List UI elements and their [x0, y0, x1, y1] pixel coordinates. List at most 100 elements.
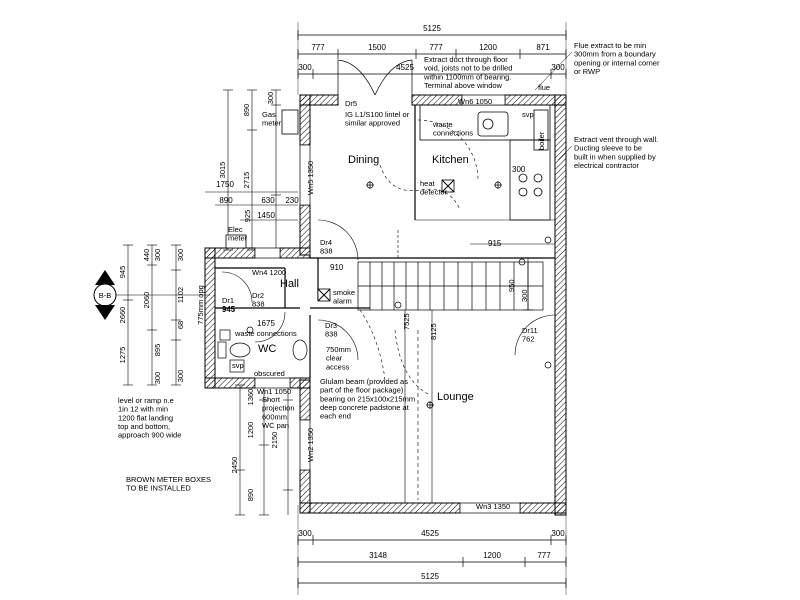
windows — [254, 94, 521, 514]
dim-left-895: 895 — [153, 344, 162, 357]
dim-bottom-row2-1: 3148 — [369, 551, 387, 560]
dim-left-230: 230 — [285, 196, 299, 205]
dim-left-300b: 300 — [153, 372, 162, 385]
dim-left-890c: 890 — [246, 489, 255, 502]
dim-top-row2-1: 300 — [298, 63, 312, 72]
meter-boxes — [225, 109, 299, 249]
smoke-alarm-icon — [317, 288, 331, 302]
dim-top-seg-3: 777 — [429, 43, 443, 52]
dim-300-stair: 300 — [520, 289, 529, 302]
dim-left-3015: 3015 — [218, 162, 227, 179]
svp-wc-label: svp — [232, 361, 244, 370]
dim-left-890: 890 — [242, 104, 251, 117]
dim-left-1450: 1450 — [257, 211, 275, 220]
dim-945-dr1: 945 — [222, 305, 236, 314]
dim-950: 950 — [507, 279, 516, 292]
front-door-double — [337, 59, 413, 96]
bottom-dimensions — [297, 505, 567, 595]
note-leaders — [534, 51, 573, 161]
wn4-label: Wn4 1200 — [252, 268, 286, 277]
dim-kitchen-300: 300 — [512, 165, 526, 174]
dim-left-2150: 2150 — [270, 432, 279, 449]
room-kitchen: Kitchen — [432, 154, 469, 166]
section-label: B-B — [99, 291, 112, 300]
dim-left-68: 68 — [176, 321, 185, 329]
dim-top-total: 5125 — [423, 24, 441, 33]
wn5-label: Wn5 1350 — [306, 161, 315, 195]
dim-left-2060: 2060 — [142, 292, 151, 309]
dim-top-seg-1: 777 — [311, 43, 325, 52]
dim-bottom-total: 5125 — [421, 572, 439, 581]
dim-left-2660: 2660 — [118, 307, 127, 324]
dim-left-2450: 2450 — [230, 457, 239, 474]
dr5-label: Dr5 — [345, 99, 357, 108]
room-lounge: Lounge — [437, 391, 474, 403]
dim-bottom-row1-1: 300 — [298, 529, 312, 538]
dim-left-1200: 1200 — [246, 422, 255, 439]
dim-left-300c: 300 — [176, 249, 185, 262]
dim-left-300a: 300 — [153, 249, 162, 262]
dim-top-seg-4: 1200 — [479, 43, 497, 52]
wn1-label: Wn1 1050 — [257, 387, 291, 396]
section-marker — [93, 270, 210, 320]
dim-left-300d: 300 — [176, 370, 185, 383]
dim-915: 915 — [488, 239, 502, 248]
obscured-label: obscured — [254, 369, 285, 378]
light-points — [246, 181, 552, 409]
dim-left-630: 630 — [261, 196, 275, 205]
dim-top-row2-3: 300 — [551, 63, 565, 72]
dim-left-890b: 890 — [219, 196, 233, 205]
room-dining: Dining — [348, 154, 379, 166]
flue-label: flue — [538, 83, 550, 92]
dim-left-925: 925 — [243, 210, 252, 223]
dim-8125: 8125 — [429, 323, 438, 340]
dim-top-seg-5: 871 — [536, 43, 550, 52]
dim-left-440: 440 — [142, 249, 151, 262]
dim-left-1750: 1750 — [216, 180, 234, 189]
note-extract-vent: Extract vent through wall.Ducting sleeve… — [574, 135, 658, 170]
dim-top-seg-2: 1500 — [368, 43, 386, 52]
wc-fittings — [217, 329, 308, 373]
dim-left-2715: 2715 — [242, 172, 251, 189]
dim-bottom-row2-2: 1200 — [483, 551, 501, 560]
right-dimensions — [404, 243, 555, 503]
room-wc: WC — [258, 343, 276, 355]
svp-kitchen-label: svp — [522, 110, 534, 119]
wn6-label: Wn6 1050 — [458, 97, 492, 106]
dim-left-1675: 1675 — [257, 319, 275, 328]
dim-left-300-top: 300 — [266, 92, 275, 105]
dim-left-775-opg: 775mm opg — [196, 285, 205, 325]
dim-top-row2-2: 4525 — [396, 63, 414, 72]
heat-detector-icon — [441, 179, 455, 193]
room-hall: Hall — [280, 278, 299, 290]
dim-7525: 7525 — [402, 313, 411, 330]
wc-waste-label: waste connections — [234, 329, 297, 338]
wn2-label: Wn2 1350 — [306, 428, 315, 462]
dim-left-1275: 1275 — [118, 347, 127, 364]
dim-bottom-row1-2: 4525 — [421, 529, 439, 538]
dim-bottom-row1-3: 300 — [551, 529, 565, 538]
wn3-label: Wn3 1350 — [476, 502, 510, 511]
beam-and-services — [359, 164, 461, 500]
dim-bottom-row2-3: 777 — [537, 551, 551, 560]
door-swings — [221, 119, 556, 361]
boiler-label: boiler — [537, 131, 546, 150]
dim-left-945: 945 — [118, 266, 127, 279]
